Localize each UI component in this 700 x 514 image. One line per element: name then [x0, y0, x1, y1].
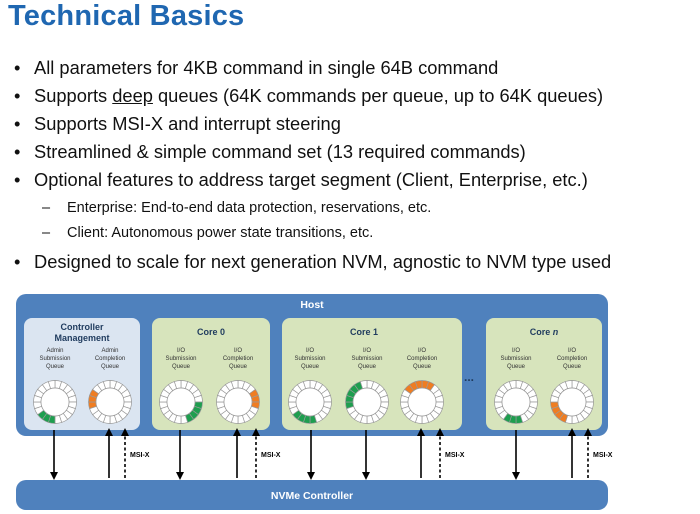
core-n-title-prefix: Core: [530, 327, 553, 337]
io-cq-label-2: Completion: [407, 356, 437, 362]
core-n-title-index: n: [553, 327, 559, 337]
bullet-text: Supports MSI-X and interrupt steering: [34, 113, 341, 134]
bullet-text: Streamlined & simple command set (13 req…: [34, 141, 526, 162]
core-n-title: Core n: [530, 327, 559, 337]
bullet-marker: •: [14, 85, 21, 106]
queue-ring-center: [295, 387, 325, 417]
io-cq-label-1: I/O: [234, 348, 242, 354]
core-1-title: Core 1: [350, 327, 378, 337]
bullet-marker: •: [14, 169, 21, 190]
bullet-marker: •: [14, 57, 21, 78]
io-sq-label-3: Queue: [172, 364, 191, 370]
msix-label-core-1: MSI-X: [445, 452, 465, 459]
io-sq-label-3: Queue: [301, 364, 320, 370]
io-sq-label-1: I/O: [512, 348, 520, 354]
msix-label-core-0: MSI-X: [261, 452, 281, 459]
bullet-text-underlined: deep: [112, 85, 153, 106]
io-cq-label-1: I/O: [418, 348, 426, 354]
admin-sq-label-2: Submission: [39, 356, 70, 362]
queue-rings: [33, 380, 594, 424]
bullet-text: Optional features to address target segm…: [34, 169, 588, 190]
io-sq-label-1: I/O: [306, 348, 314, 354]
io-sq-label-1: I/O: [177, 348, 185, 354]
core-0-completion-queue-ring: [216, 380, 260, 424]
io-cq-label-3: Queue: [229, 364, 248, 370]
queue-ring-center: [40, 387, 70, 417]
io-sq-label-3: Queue: [507, 364, 526, 370]
queue-ring-center: [407, 387, 437, 417]
queue-ring-center: [95, 387, 125, 417]
sub-bullet-text: Client: Autonomous power state transitio…: [67, 225, 374, 241]
io-sq-label-1: I/O: [363, 348, 371, 354]
io-sq-label-2: Submission: [165, 356, 196, 362]
core-n-completion-queue-ring: [550, 380, 594, 424]
queue-ring-center: [223, 387, 253, 417]
io-sq-label-3: Queue: [358, 364, 377, 370]
admin-completion-queue-ring: [88, 380, 132, 424]
io-sq-label-2: Submission: [500, 356, 531, 362]
io-cq-label-2: Completion: [223, 356, 253, 362]
nvme-controller-box: [16, 480, 608, 510]
admin-cq-label-3: Queue: [101, 364, 120, 370]
queue-ring-center: [557, 387, 587, 417]
bullet-text: Designed to scale for next generation NV…: [34, 251, 612, 272]
nvme-controller-label: NVMe Controller: [271, 490, 353, 502]
io-cq-label-2: Completion: [557, 356, 587, 362]
admin-cq-label-2: Completion: [95, 356, 125, 362]
core-1-completion-queue-ring: [400, 380, 444, 424]
bullet-text: All parameters for 4KB command in single…: [34, 57, 499, 78]
io-cq-label-3: Queue: [563, 364, 582, 370]
admin-sq-label-3: Queue: [46, 364, 65, 370]
bullet-marker: •: [14, 113, 21, 134]
bullet-text-part: Supports: [34, 85, 113, 106]
queue-ring-center: [166, 387, 196, 417]
mgmt-title-line2: Management: [54, 333, 109, 343]
io-sq-label-2: Submission: [294, 356, 325, 362]
core-1-submission-queue-ring-a: [288, 380, 332, 424]
queue-ring-center: [501, 387, 531, 417]
admin-submission-queue-ring: [33, 380, 77, 424]
io-cq-label-1: I/O: [568, 348, 576, 354]
page-title: Technical Basics: [8, 0, 245, 32]
mgmt-title-line1: Controller: [60, 322, 103, 332]
bullet-marker: •: [14, 251, 21, 272]
io-sq-label-2: Submission: [351, 356, 382, 362]
admin-sq-label-1: Admin: [46, 348, 63, 354]
core-0-title: Core 0: [197, 327, 225, 337]
host-label: Host: [300, 299, 324, 311]
queue-ring-center: [352, 387, 382, 417]
more-cores-ellipsis: ...: [464, 370, 474, 384]
bullet-text: Supports deep queues (64K commands per q…: [34, 85, 603, 107]
sub-bullet-text: Enterprise: End-to-end data protection, …: [67, 200, 432, 216]
core-0-submission-queue-ring: [159, 380, 203, 424]
sub-bullet-marker: –: [42, 225, 51, 241]
msix-label-admin: MSI-X: [130, 452, 150, 459]
io-cq-label-3: Queue: [413, 364, 432, 370]
bullet-text-part: queues (64K commands per queue, up to 64…: [152, 85, 604, 106]
core-1-submission-queue-ring-b: [345, 380, 389, 424]
core-n-submission-queue-ring: [494, 380, 538, 424]
sub-bullet-marker: –: [42, 200, 51, 216]
admin-cq-label-1: Admin: [101, 348, 118, 354]
bullet-marker: •: [14, 141, 21, 162]
msix-label-core-n: MSI-X: [593, 452, 613, 459]
